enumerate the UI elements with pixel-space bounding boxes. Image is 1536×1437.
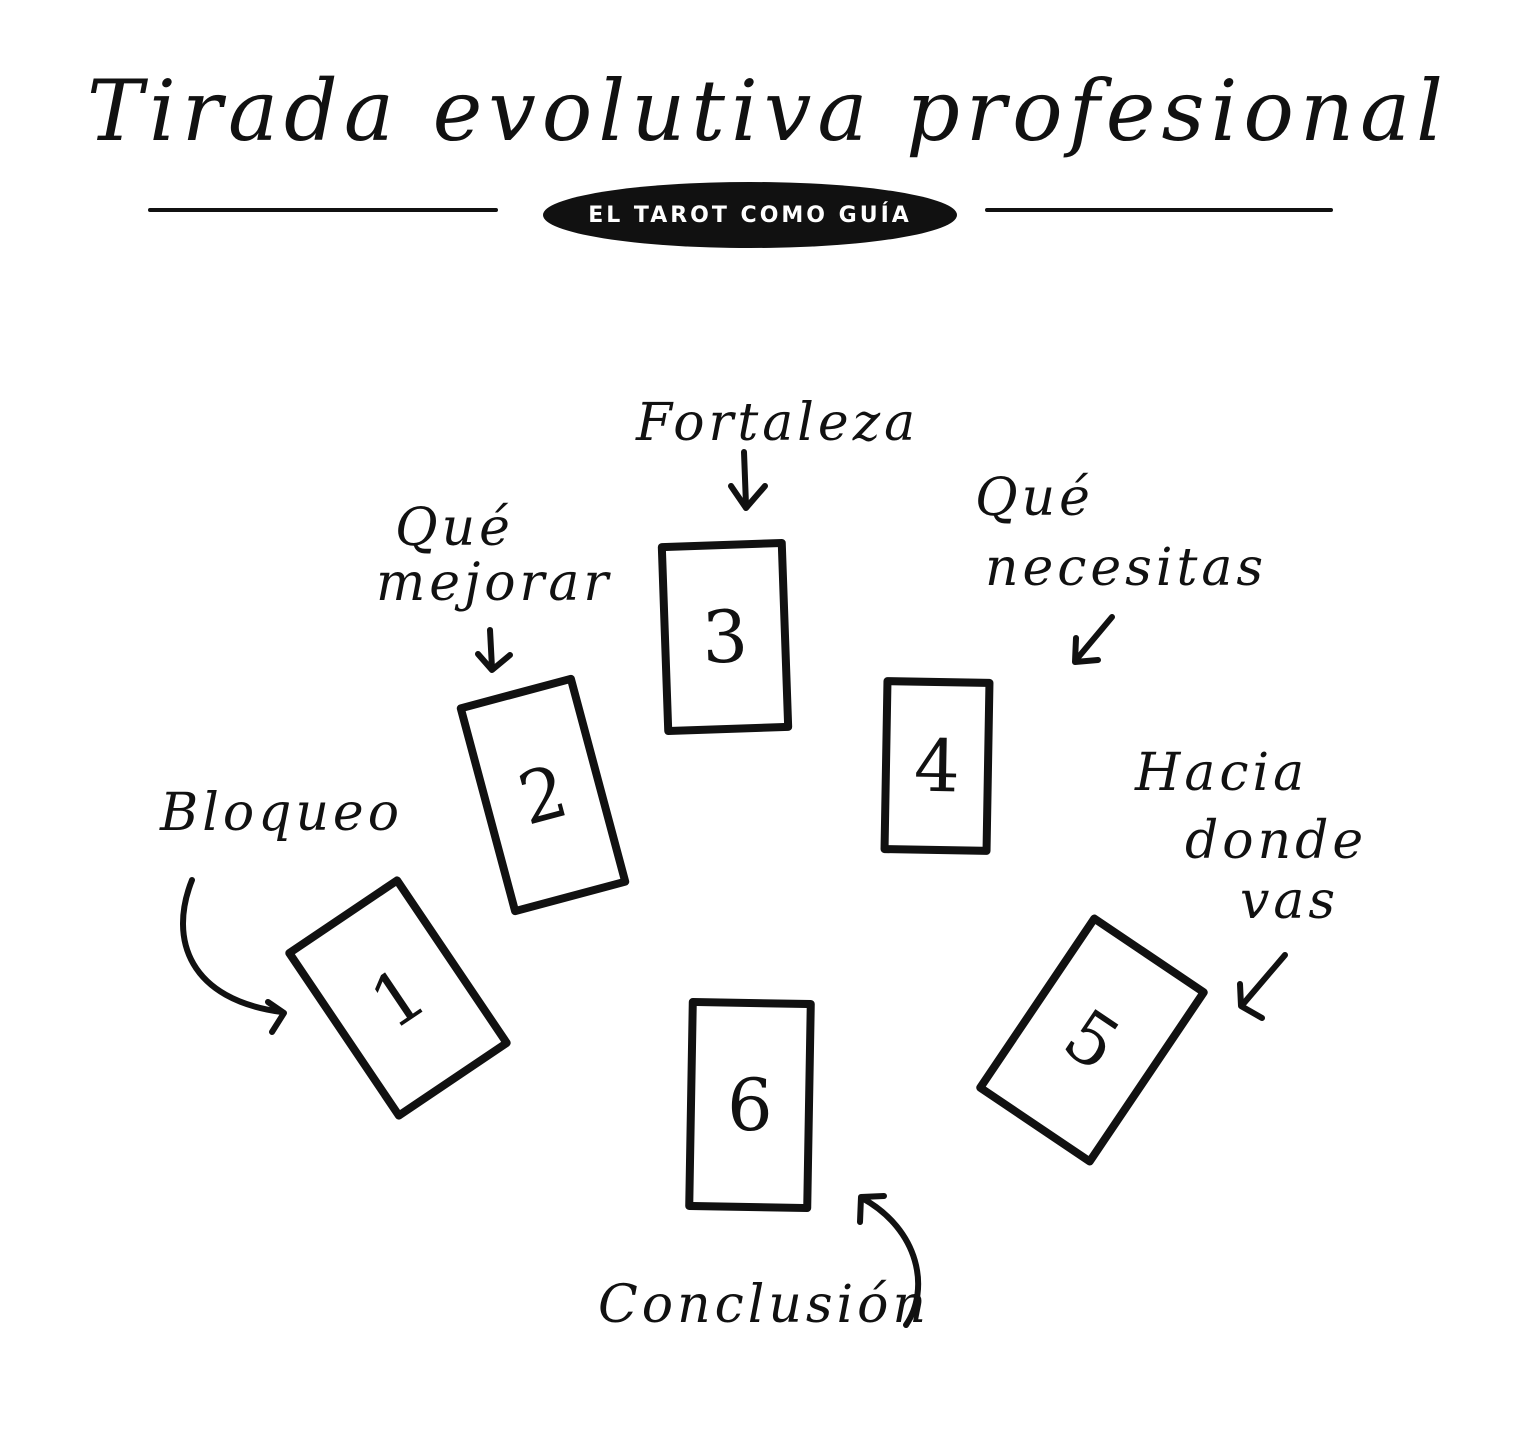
- arrow-fortaleza: [728, 449, 768, 511]
- card-6: 6: [685, 997, 815, 1213]
- card-3-number: 3: [701, 594, 750, 680]
- label-hacia-donde-vas-line1: Hacia: [1134, 743, 1308, 803]
- label-conclusion: Conclusión: [598, 1275, 930, 1335]
- label-hacia-donde-vas-line2: donde: [1185, 811, 1367, 871]
- card-3: 3: [657, 538, 793, 736]
- arrow-hacia-donde-vas: [1237, 952, 1288, 1021]
- title-rule-left: [148, 208, 498, 212]
- label-que-mejorar-line1: Qué: [395, 498, 514, 558]
- card-2-outline: [456, 674, 630, 916]
- label-hacia-donde-vas-line3: vas: [1240, 871, 1339, 931]
- subtitle-badge: EL TAROT COMO GUÍA: [543, 182, 957, 248]
- card-1-outline: [285, 876, 511, 1120]
- card-5-outline: [976, 914, 1208, 1166]
- label-que-necesitas-line2: necesitas: [985, 538, 1267, 598]
- card-6-number: 6: [726, 1063, 773, 1148]
- label-bloqueo: Bloqueo: [159, 783, 403, 843]
- card-4-outline: [880, 677, 994, 855]
- label-que-necesitas-line1: Qué: [975, 468, 1094, 528]
- title-rule-right: [985, 208, 1333, 212]
- card-2: 2: [456, 674, 630, 916]
- card-4: 4: [880, 677, 994, 855]
- arrow-que-mejorar: [475, 627, 513, 673]
- card-1: 1: [285, 876, 511, 1120]
- arrow-conclusion: [857, 1193, 922, 1328]
- card-3-outline: [657, 538, 793, 736]
- label-fortaleza: Fortaleza: [635, 393, 919, 453]
- card-4-number: 4: [913, 724, 960, 809]
- arrow-bloqueo: [180, 877, 287, 1035]
- subtitle-badge-text: EL TAROT COMO GUÍA: [588, 202, 912, 228]
- card-5: 5: [976, 914, 1208, 1166]
- label-que-mejorar-line2: mejorar: [376, 553, 612, 613]
- diagram-title: Tirada evolutiva profesional: [86, 62, 1450, 160]
- card-6-outline: [685, 997, 815, 1213]
- arrow-que-necesitas: [1072, 614, 1115, 665]
